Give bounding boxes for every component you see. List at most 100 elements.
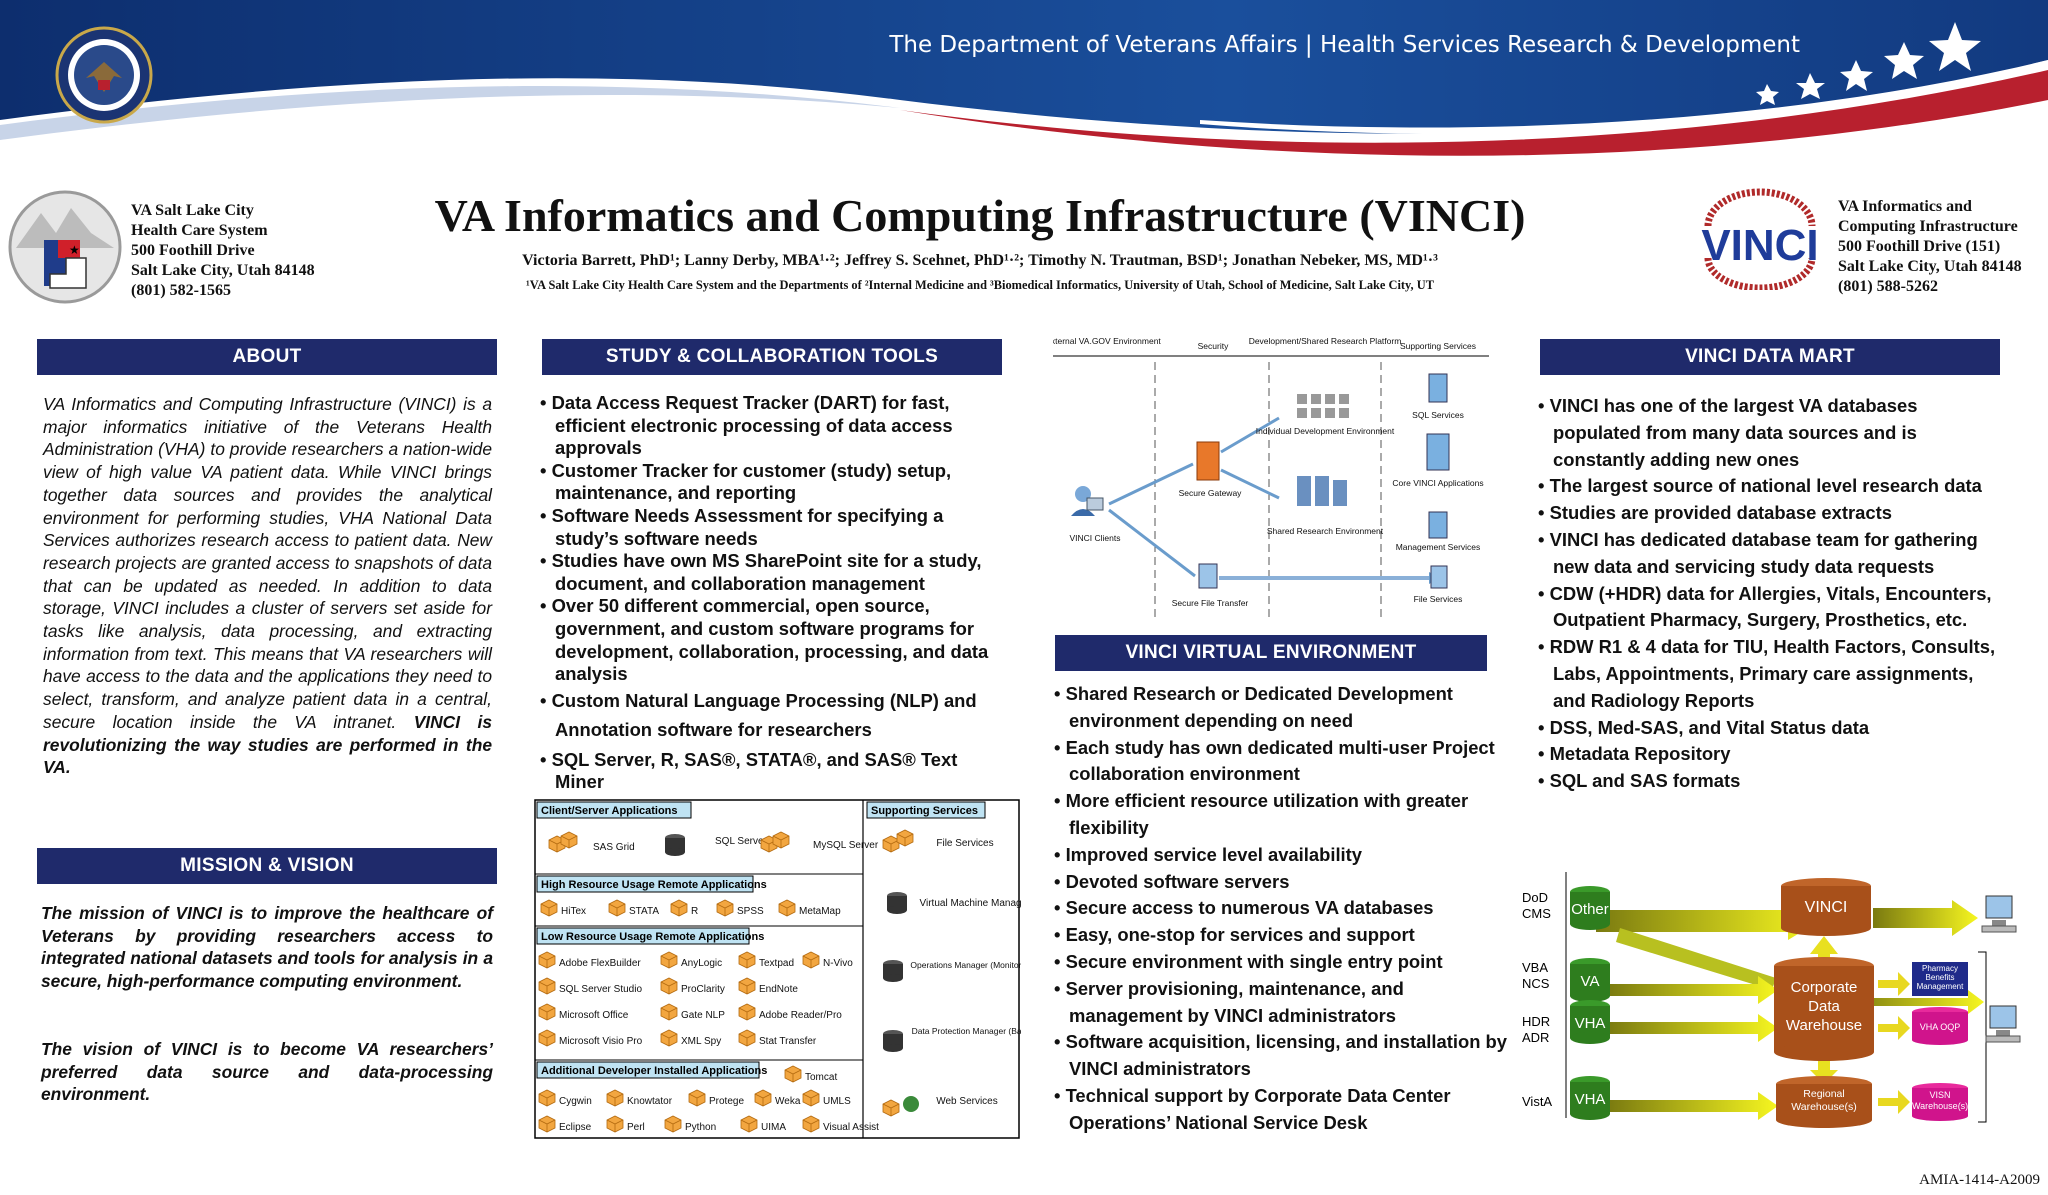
list-item: SQL and SAS formats	[1538, 768, 2008, 795]
visn-label: VISN Warehouse(s)	[1912, 1090, 1968, 1111]
arrow-icon	[1596, 902, 1818, 940]
app-label: ProClarity	[681, 984, 725, 995]
list-item: Each study has own dedicated multi-user …	[1054, 735, 1514, 789]
high-resource-label: High Resource Usage Remote Applications	[541, 879, 767, 891]
list-item: Over 50 different commercial, open sourc…	[540, 595, 1010, 685]
arrow-icon	[1873, 900, 1978, 936]
additional-label: Additional Developer Installed Applicati…	[541, 1065, 767, 1077]
app-label: SPSS	[737, 906, 764, 917]
poster-affiliations: ¹VA Salt Lake City Health Care System an…	[526, 278, 1434, 292]
flow-box-label: VA	[1581, 973, 1600, 990]
flow-box-label: VHA	[1575, 1091, 1606, 1108]
client-server-label: Client/Server Applications	[541, 805, 678, 817]
vinci-box-label: VINCI	[1805, 899, 1848, 916]
list-item: Secure environment with single entry poi…	[1054, 949, 1514, 976]
app-label: Knowtator	[627, 1096, 673, 1107]
salt-lake-seal-icon: ★	[8, 190, 122, 304]
list-item: Studies are provided database extracts	[1538, 500, 2008, 527]
list-item: Software acquisition, licensing, and ins…	[1054, 1029, 1514, 1083]
app-label: AnyLogic	[681, 958, 722, 969]
source-label: DoD	[1522, 890, 1548, 905]
service-label: Operations Manager (Monitoring)	[910, 960, 1021, 970]
address-line: Salt Lake City, Utah 84148	[131, 262, 315, 279]
svg-text:VINCI: VINCI	[1701, 221, 1818, 270]
app-label: Adobe Reader/Pro	[759, 1010, 842, 1021]
app-label: UIMA	[761, 1122, 786, 1133]
list-item: Software Needs Assessment for specifying…	[540, 505, 1010, 550]
banner-title: The Department of Veterans Affairs | Hea…	[889, 32, 1800, 58]
app-label: EndNote	[759, 984, 798, 995]
supporting-label: Supporting Services	[871, 805, 978, 817]
shared-research-icon	[1297, 476, 1347, 506]
address-line: 500 Foothill Drive	[131, 242, 255, 259]
address-line: VA Salt Lake City	[131, 202, 254, 219]
app-label: Microsoft Visio Pro	[559, 1036, 643, 1047]
address-line: 500 Foothill Drive (151)	[1838, 238, 2001, 255]
pbm-box: Pharmacy Benefits Management	[1912, 962, 1968, 996]
list-item: Customer Tracker for customer (study) se…	[540, 460, 1010, 505]
source-label: VistA	[1522, 1094, 1552, 1109]
app-label: Microsoft Office	[559, 1010, 629, 1021]
supporting-services: File Services Virtual Machine Manager Op…	[882, 829, 1021, 1117]
app-label: Adobe FlexBuilder	[559, 958, 641, 969]
list-item: Metadata Repository	[1538, 741, 2008, 768]
node-label: SQL Services	[1412, 410, 1464, 420]
list-item: Custom Natural Language Processing (NLP)…	[540, 686, 1010, 744]
list-item: Studies have own MS SharePoint site for …	[540, 550, 1010, 595]
mission-heading: MISSION & VISION	[37, 848, 497, 884]
app-label: Textpad	[759, 958, 794, 969]
list-item: Easy, one-stop for services and support	[1054, 922, 1514, 949]
list-item: Devoted software servers	[1054, 869, 1514, 896]
app-label: MetaMap	[799, 906, 841, 917]
source-label: ADR	[1522, 1030, 1549, 1045]
app-label: Stat Transfer	[759, 1036, 817, 1047]
cdw-box: Corporate Data Warehouse	[1774, 957, 1874, 1061]
regional-box: Regional Warehouse(s)	[1776, 1076, 1872, 1128]
core-apps-icon	[1426, 433, 1450, 471]
oqp-label: VHA OQP	[1920, 1022, 1961, 1032]
cdw-label: Corporate Data Warehouse	[1785, 979, 1863, 1034]
node-label: Individual Development Environment	[1256, 426, 1395, 436]
list-item: DSS, Med-SAS, and Vital Status data	[1538, 715, 2008, 742]
list-item: Server provisioning, maintenance, and ma…	[1054, 976, 1514, 1030]
file-services-icon	[1430, 565, 1448, 589]
address-line: VA Informatics and	[1838, 198, 1972, 215]
flow-box-label: Other	[1571, 901, 1609, 918]
list-item: More efficient resource utilization with…	[1054, 788, 1514, 842]
service-label: File Services	[936, 838, 993, 849]
app-label: Gate NLP	[681, 1010, 725, 1021]
header-banner: The Department of Veterans Affairs | Hea…	[0, 0, 2048, 180]
app-label: Cygwin	[559, 1096, 592, 1107]
left-address: VA Salt Lake City Health Care System 500…	[131, 201, 315, 301]
node-label: VINCI Clients	[1069, 533, 1120, 543]
about-body: VA Informatics and Computing Infrastruct…	[43, 394, 492, 732]
flow-box-label: VHA	[1575, 1015, 1606, 1032]
sql-services-icon	[1428, 373, 1448, 403]
source-label: CMS	[1522, 906, 1551, 921]
app-label: Perl	[627, 1122, 645, 1133]
address-line: Computing Infrastructure	[1838, 218, 2018, 235]
visn-box: VISN Warehouse(s)	[1912, 1083, 1968, 1121]
app-label: Visual Assist	[823, 1122, 879, 1133]
app-label: Eclipse	[559, 1122, 592, 1133]
low-resource-label: Low Resource Usage Remote Applications	[541, 931, 764, 943]
va-seal-icon	[55, 26, 153, 124]
app-label: R	[691, 906, 698, 917]
virtual-env-heading: VINCI VIRTUAL ENVIRONMENT	[1055, 635, 1487, 671]
virtual-env-list: Shared Research or Dedicated Development…	[1054, 681, 1514, 1137]
node-label: Shared Research Environment	[1267, 526, 1384, 536]
app-label: Weka	[775, 1096, 801, 1107]
list-item: Secure access to numerous VA databases	[1054, 895, 1514, 922]
data-mart-list: VINCI has one of the largest VA database…	[1538, 393, 2008, 795]
about-heading: ABOUT	[37, 339, 497, 375]
list-item: The largest source of national level res…	[1538, 473, 2008, 500]
additional-apps: Tomcat Cygwin Knowtator Protege Weka UML…	[538, 1065, 879, 1133]
file-transfer-icon	[1198, 563, 1218, 589]
source-label: NCS	[1522, 976, 1550, 991]
high-resource-apps: HiTex STATA R SPSS MetaMap	[540, 899, 841, 917]
app-label: Python	[685, 1122, 716, 1133]
column-label: Supporting Services	[1400, 341, 1476, 351]
tools-list: Data Access Request Tracker (DART) for f…	[540, 392, 1010, 794]
list-item: VINCI has one of the largest VA database…	[1538, 393, 2008, 473]
source-label: VBA	[1522, 960, 1548, 975]
